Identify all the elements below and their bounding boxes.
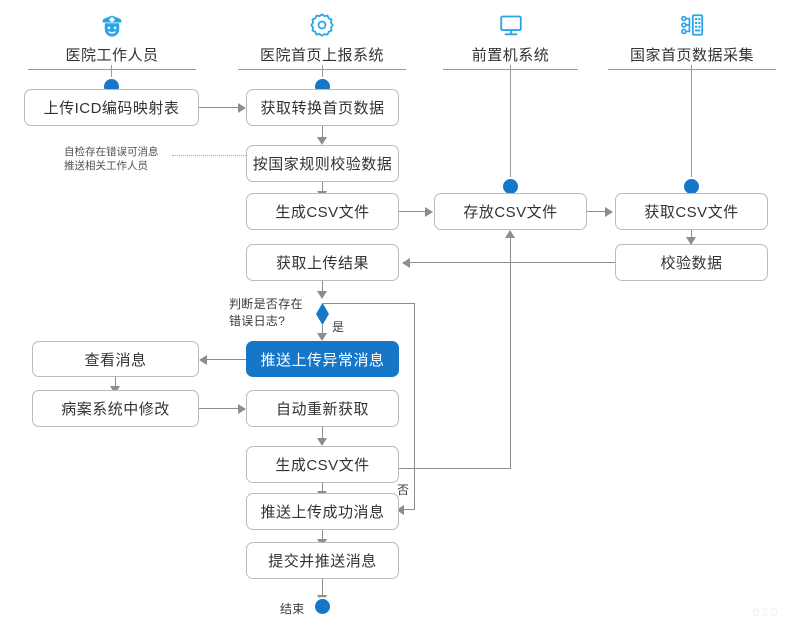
arrowhead-down [317, 291, 327, 299]
connector-fetchcsv-to-verify [691, 230, 693, 239]
monitor-icon [499, 15, 522, 36]
annotation-leader-line [172, 155, 246, 156]
connector-submit-to-end [322, 579, 324, 599]
node-label: 查看消息 [84, 351, 147, 369]
lane-header-staff: 医院工作人员 [28, 8, 196, 70]
arrowhead-left [199, 354, 207, 365]
lane-line-hospital [322, 65, 324, 87]
connector-store-to-fetchcsv [587, 211, 605, 213]
arrowhead-right [238, 102, 246, 113]
branch-label-no: 否 [397, 483, 410, 497]
connector-viewmsg-to-modify [115, 377, 117, 388]
node-validate-rules[interactable]: 按国家规则校验数据 [246, 145, 399, 182]
connector-fetch-to-validate [322, 126, 324, 139]
connector-decision-to-pusherror [322, 325, 324, 335]
node-label: 提交并推送消息 [268, 553, 377, 570]
node-submit-push[interactable]: 提交并推送消息 [246, 542, 399, 579]
node-gen-csv-2[interactable]: 生成CSV文件 [246, 446, 399, 483]
arrowhead-down [686, 237, 696, 245]
node-modify-record[interactable]: 病案系统中修改 [32, 390, 199, 427]
node-gen-csv-1[interactable]: 生成CSV文件 [246, 193, 399, 230]
connector-yes-down [414, 303, 416, 509]
node-auto-refetch[interactable]: 自动重新获取 [246, 390, 399, 427]
lane-header-hospital: 医院首页上报系统 [238, 8, 406, 70]
connector-gencsv2-to-storecsv [399, 468, 511, 470]
decision-question-line-2: 错误日志? [229, 314, 286, 328]
arrowhead-right [425, 206, 433, 217]
connector-yes-into-success [404, 509, 415, 511]
node-label: 上传ICD编码映射表 [43, 100, 180, 117]
node-label: 自动重新获取 [275, 401, 369, 418]
connector-autorefetch-to-gencsv2 [322, 427, 324, 440]
node-get-result[interactable]: 获取上传结果 [246, 244, 399, 281]
decision-question-line-1: 判断是否存在 [229, 297, 303, 311]
connector-getresult-to-decision [322, 281, 324, 293]
connector-pusherror-to-viewmsg [207, 359, 246, 361]
start-dot-national [684, 179, 699, 194]
annotation-self-check: 自检存在错误可消息 推送相关工作人员 [64, 145, 159, 173]
node-label: 获取上传结果 [275, 255, 369, 272]
gear-icon [310, 13, 334, 37]
node-label: 推送上传异常消息 [260, 351, 385, 369]
node-upload-icd[interactable]: 上传ICD编码映射表 [24, 89, 199, 126]
decision-question: 判断是否存在 错误日志? [229, 296, 303, 330]
node-fetch-convert[interactable]: 获取转换首页数据 [246, 89, 399, 126]
node-fetch-csv[interactable]: 获取CSV文件 [615, 193, 768, 230]
end-dot [315, 599, 330, 614]
branch-label-yes: 是 [332, 320, 345, 334]
arrowhead-down [317, 438, 327, 446]
connector-lane-frontend-loop [510, 238, 512, 468]
nurse-icon [102, 15, 122, 37]
node-label: 生成CSV文件 [275, 457, 370, 474]
arrowhead-left [396, 504, 404, 515]
start-dot-frontend [503, 179, 518, 194]
node-push-error[interactable]: 推送上传异常消息 [246, 341, 399, 377]
connector-success-to-submit [322, 530, 324, 541]
node-label: 获取转换首页数据 [260, 100, 385, 117]
arrowhead-down [317, 333, 327, 341]
node-label: 推送上传成功消息 [260, 504, 385, 521]
lane-line-frontend [510, 65, 512, 187]
node-label: 校验数据 [660, 255, 723, 272]
arrowhead-down [317, 137, 327, 145]
node-label: 生成CSV文件 [275, 204, 370, 221]
connector-verify-to-getresult [410, 262, 615, 264]
connector-validate-to-gencsv [322, 182, 324, 193]
arrowhead-left [402, 257, 410, 268]
arrowhead-right [238, 403, 246, 414]
connector-gencsv2-to-success [322, 483, 324, 493]
end-label: 结束 [280, 602, 305, 616]
arrowhead-right [605, 206, 613, 217]
node-label: 存放CSV文件 [463, 204, 558, 221]
lane-line-national [691, 65, 693, 187]
node-store-csv[interactable]: 存放CSV文件 [434, 193, 587, 230]
lane-line-staff [111, 65, 113, 87]
decision-has-error-log[interactable] [316, 303, 329, 325]
lane-header-frontend: 前置机系统 [443, 8, 578, 70]
node-view-message[interactable]: 查看消息 [32, 341, 199, 377]
annotation-line-1: 自检存在错误可消息 [64, 146, 159, 158]
watermark: eso [752, 603, 780, 620]
node-label: 病案系统中修改 [61, 401, 170, 418]
connector-decision-right [322, 303, 415, 305]
connector-upload-to-fetch [199, 107, 238, 109]
connector-gencsv-to-store [399, 211, 425, 213]
annotation-line-2: 推送相关工作人员 [64, 160, 148, 172]
lane-header-national: 国家首页数据采集 [608, 8, 776, 70]
server-icon [681, 14, 704, 36]
arrowhead-up [505, 230, 515, 238]
node-push-success[interactable]: 推送上传成功消息 [246, 493, 399, 530]
node-label: 按国家规则校验数据 [252, 156, 393, 173]
node-label: 获取CSV文件 [644, 204, 739, 221]
connector-modify-to-autorefetch [199, 408, 238, 410]
node-verify-data[interactable]: 校验数据 [615, 244, 768, 281]
